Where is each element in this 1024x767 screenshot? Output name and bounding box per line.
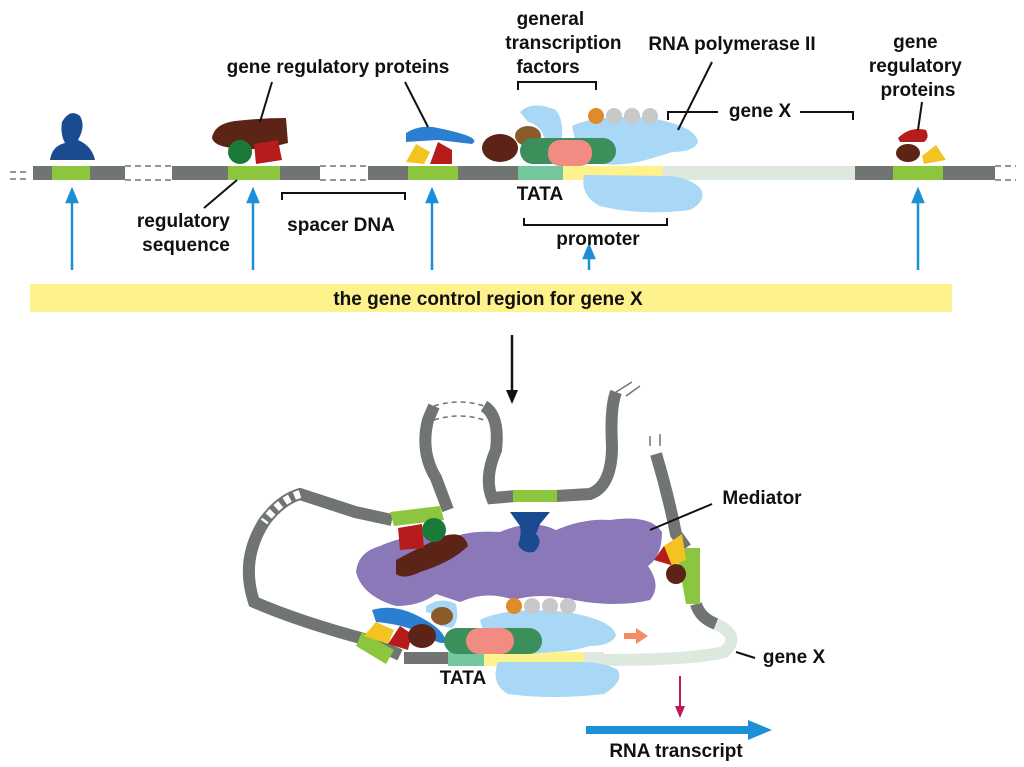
mediator-label: Mediator [722, 488, 802, 509]
tata-box-bottom [448, 652, 484, 666]
regulatory-protein-navy [50, 113, 95, 160]
gene-regulatory-proteins-label: gene regulatory proteins [227, 57, 450, 78]
regulatory-protein-complex-3 [406, 126, 475, 164]
top-dna-strand [10, 165, 1016, 181]
transcription-direction-arrow [624, 628, 648, 644]
gene-regulatory-proteins-right-label: gene regulatory proteins [869, 32, 967, 101]
rna-polymerase-ii-label: RNA polymerase II [648, 34, 815, 55]
general-factor-pink [548, 140, 592, 166]
looped-dna [242, 381, 738, 666]
control-region-label: the gene control region for gene X [333, 289, 643, 310]
blue-up-arrows [65, 186, 925, 270]
regulatory-sequence-3 [408, 166, 458, 180]
regulatory-sequence-1 [52, 166, 90, 180]
regulatory-sequence-4 [893, 166, 943, 180]
tata-bottom-label: TATA [440, 668, 487, 689]
gene-x-top-label: gene X [729, 101, 792, 122]
labels: general transcription factors RNA polyme… [137, 9, 967, 762]
rna-transcript-label: RNA transcript [609, 741, 743, 762]
transcription-machinery-top [482, 105, 703, 213]
promoter-label: promoter [556, 229, 640, 250]
regulatory-protein-complex-4 [896, 129, 946, 164]
top-annotation-lines [203, 61, 923, 226]
bottom-annotation-lines [649, 503, 756, 659]
bottom-proteins [364, 512, 686, 697]
regulatory-sequence-2 [228, 166, 280, 180]
magenta-down-arrow [675, 676, 685, 718]
control-region-bar [30, 284, 952, 312]
regulatory-sequence-label: regulatory sequence [137, 211, 235, 256]
regulatory-protein-complex-2 [212, 118, 288, 164]
tata-top-label: TATA [517, 184, 564, 205]
spacer-dna-label: spacer DNA [287, 215, 395, 236]
general-transcription-factors-label: general transcription factors [505, 9, 626, 78]
rna-polymerase-lower-top [583, 175, 703, 213]
down-arrow [506, 335, 518, 404]
tata-box-top [518, 166, 563, 180]
rna-transcript-arrow [586, 720, 772, 740]
gene-x-top-segment [663, 166, 855, 180]
gene-x-bottom-label: gene X [763, 647, 826, 668]
